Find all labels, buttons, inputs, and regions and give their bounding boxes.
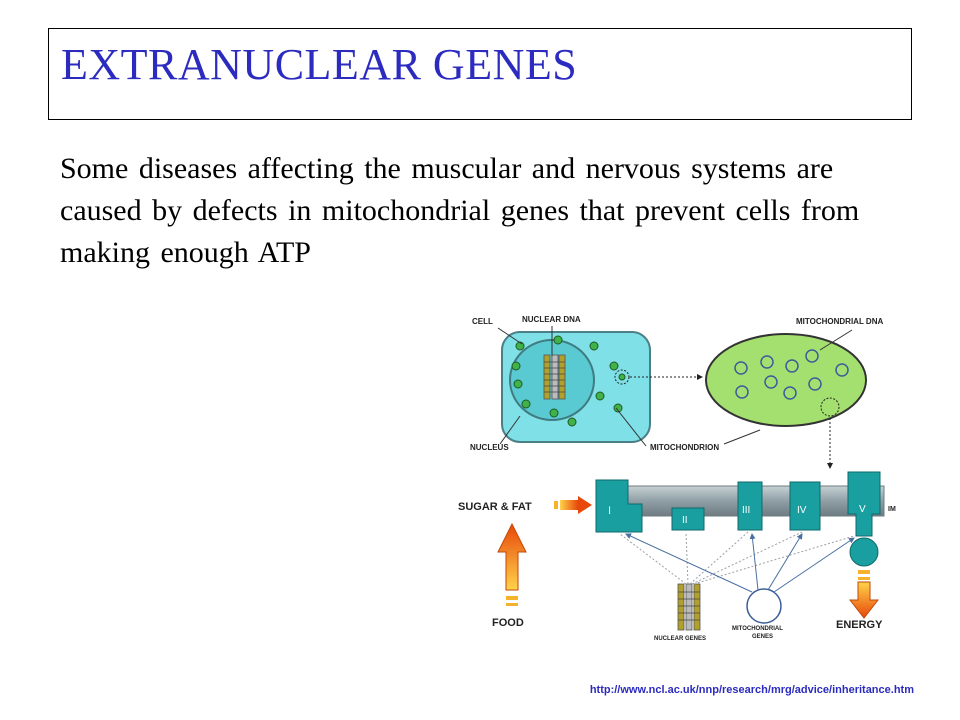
label-im: IM [888, 506, 896, 513]
mitochondrial-genes-circle [746, 588, 782, 624]
label-energy: ENERGY [836, 619, 883, 631]
mtdna-highlight [820, 397, 840, 417]
cell-shape [501, 331, 651, 443]
label-nuclear-genes: NUCLEAR GENES [654, 636, 706, 642]
label-nucleus: NUCLEUS [470, 443, 509, 452]
label-mitochondrion: MITOCHONDRION [650, 443, 719, 452]
complex-I-label: I [608, 505, 611, 517]
complex-III-label: III [742, 505, 750, 516]
slide-title: EXTRANUCLEAR GENES [61, 40, 578, 89]
mitochondrion-enlarged [705, 333, 867, 427]
energy-arrow [848, 570, 880, 619]
slide-body-text: Some diseases affecting the muscular and… [60, 152, 860, 269]
sugar-fat-arrow [554, 496, 592, 514]
complex-I: I [595, 479, 643, 533]
nuclear-genes-chromosomes [677, 583, 701, 631]
complex-IV-label: IV [797, 505, 807, 516]
highlighted-mitochondrion [614, 369, 630, 385]
food-arrow [497, 522, 527, 606]
source-link[interactable]: http://www.ncl.ac.uk/nnp/research/mrg/ad… [589, 684, 914, 696]
label-sugar-fat: SUGAR & FAT [458, 501, 532, 513]
complex-II: II [671, 507, 705, 531]
complex-V-label: V [859, 504, 866, 515]
cell-mitochondria-dots [511, 335, 623, 427]
complex-III: III [737, 481, 763, 531]
label-mitochondrial-genes-2: GENES [752, 634, 773, 640]
complex-II-label: II [682, 515, 688, 526]
label-food: FOOD [492, 617, 524, 629]
complex-V: V [847, 471, 881, 567]
nuclear-dna-chromosomes [543, 354, 566, 400]
mitochondrial-gene-arrows [625, 533, 855, 593]
nuclear-gene-arrows [619, 531, 855, 585]
complex-IV: IV [789, 481, 821, 531]
label-mitochondrial-dna: MITOCHONDRIAL DNA [796, 317, 883, 326]
label-mitochondrial-genes-1: MITOCHONDRIAL [732, 626, 783, 632]
title-box: EXTRANUCLEAR GENES [48, 28, 912, 120]
mitochondria-diagram: CELL NUCLEAR DNA MITOCHONDRIAL DNA NUCLE… [458, 315, 896, 642]
mtdna-circles [734, 349, 849, 400]
label-nuclear-dna: NUCLEAR DNA [522, 315, 581, 324]
label-cell: CELL [472, 317, 493, 326]
